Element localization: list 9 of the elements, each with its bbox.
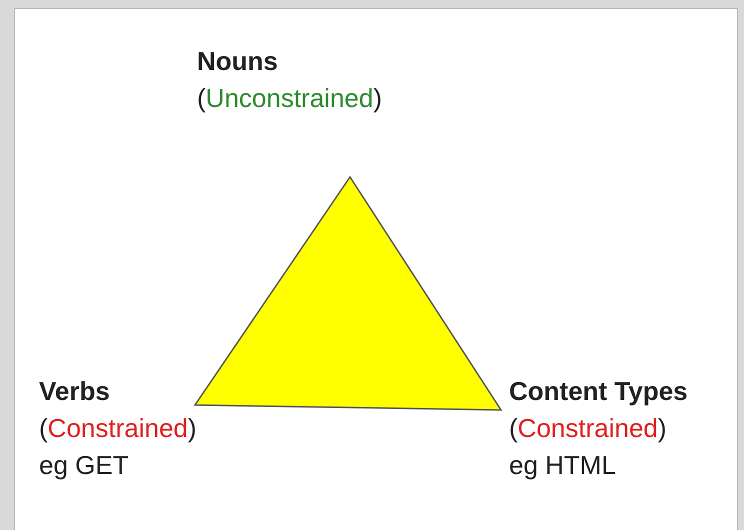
triangle-shape [194,176,504,412]
heading-label: Nouns [197,45,279,78]
status-label: (Constrained) [39,412,197,445]
status-label: (Unconstrained) [197,82,382,115]
example-label: eg HTML [509,449,617,482]
example-label: eg GET [39,449,130,482]
status-label: (Constrained) [509,412,668,445]
heading-label: Content Types [509,375,688,408]
heading-label: Verbs [39,375,111,408]
